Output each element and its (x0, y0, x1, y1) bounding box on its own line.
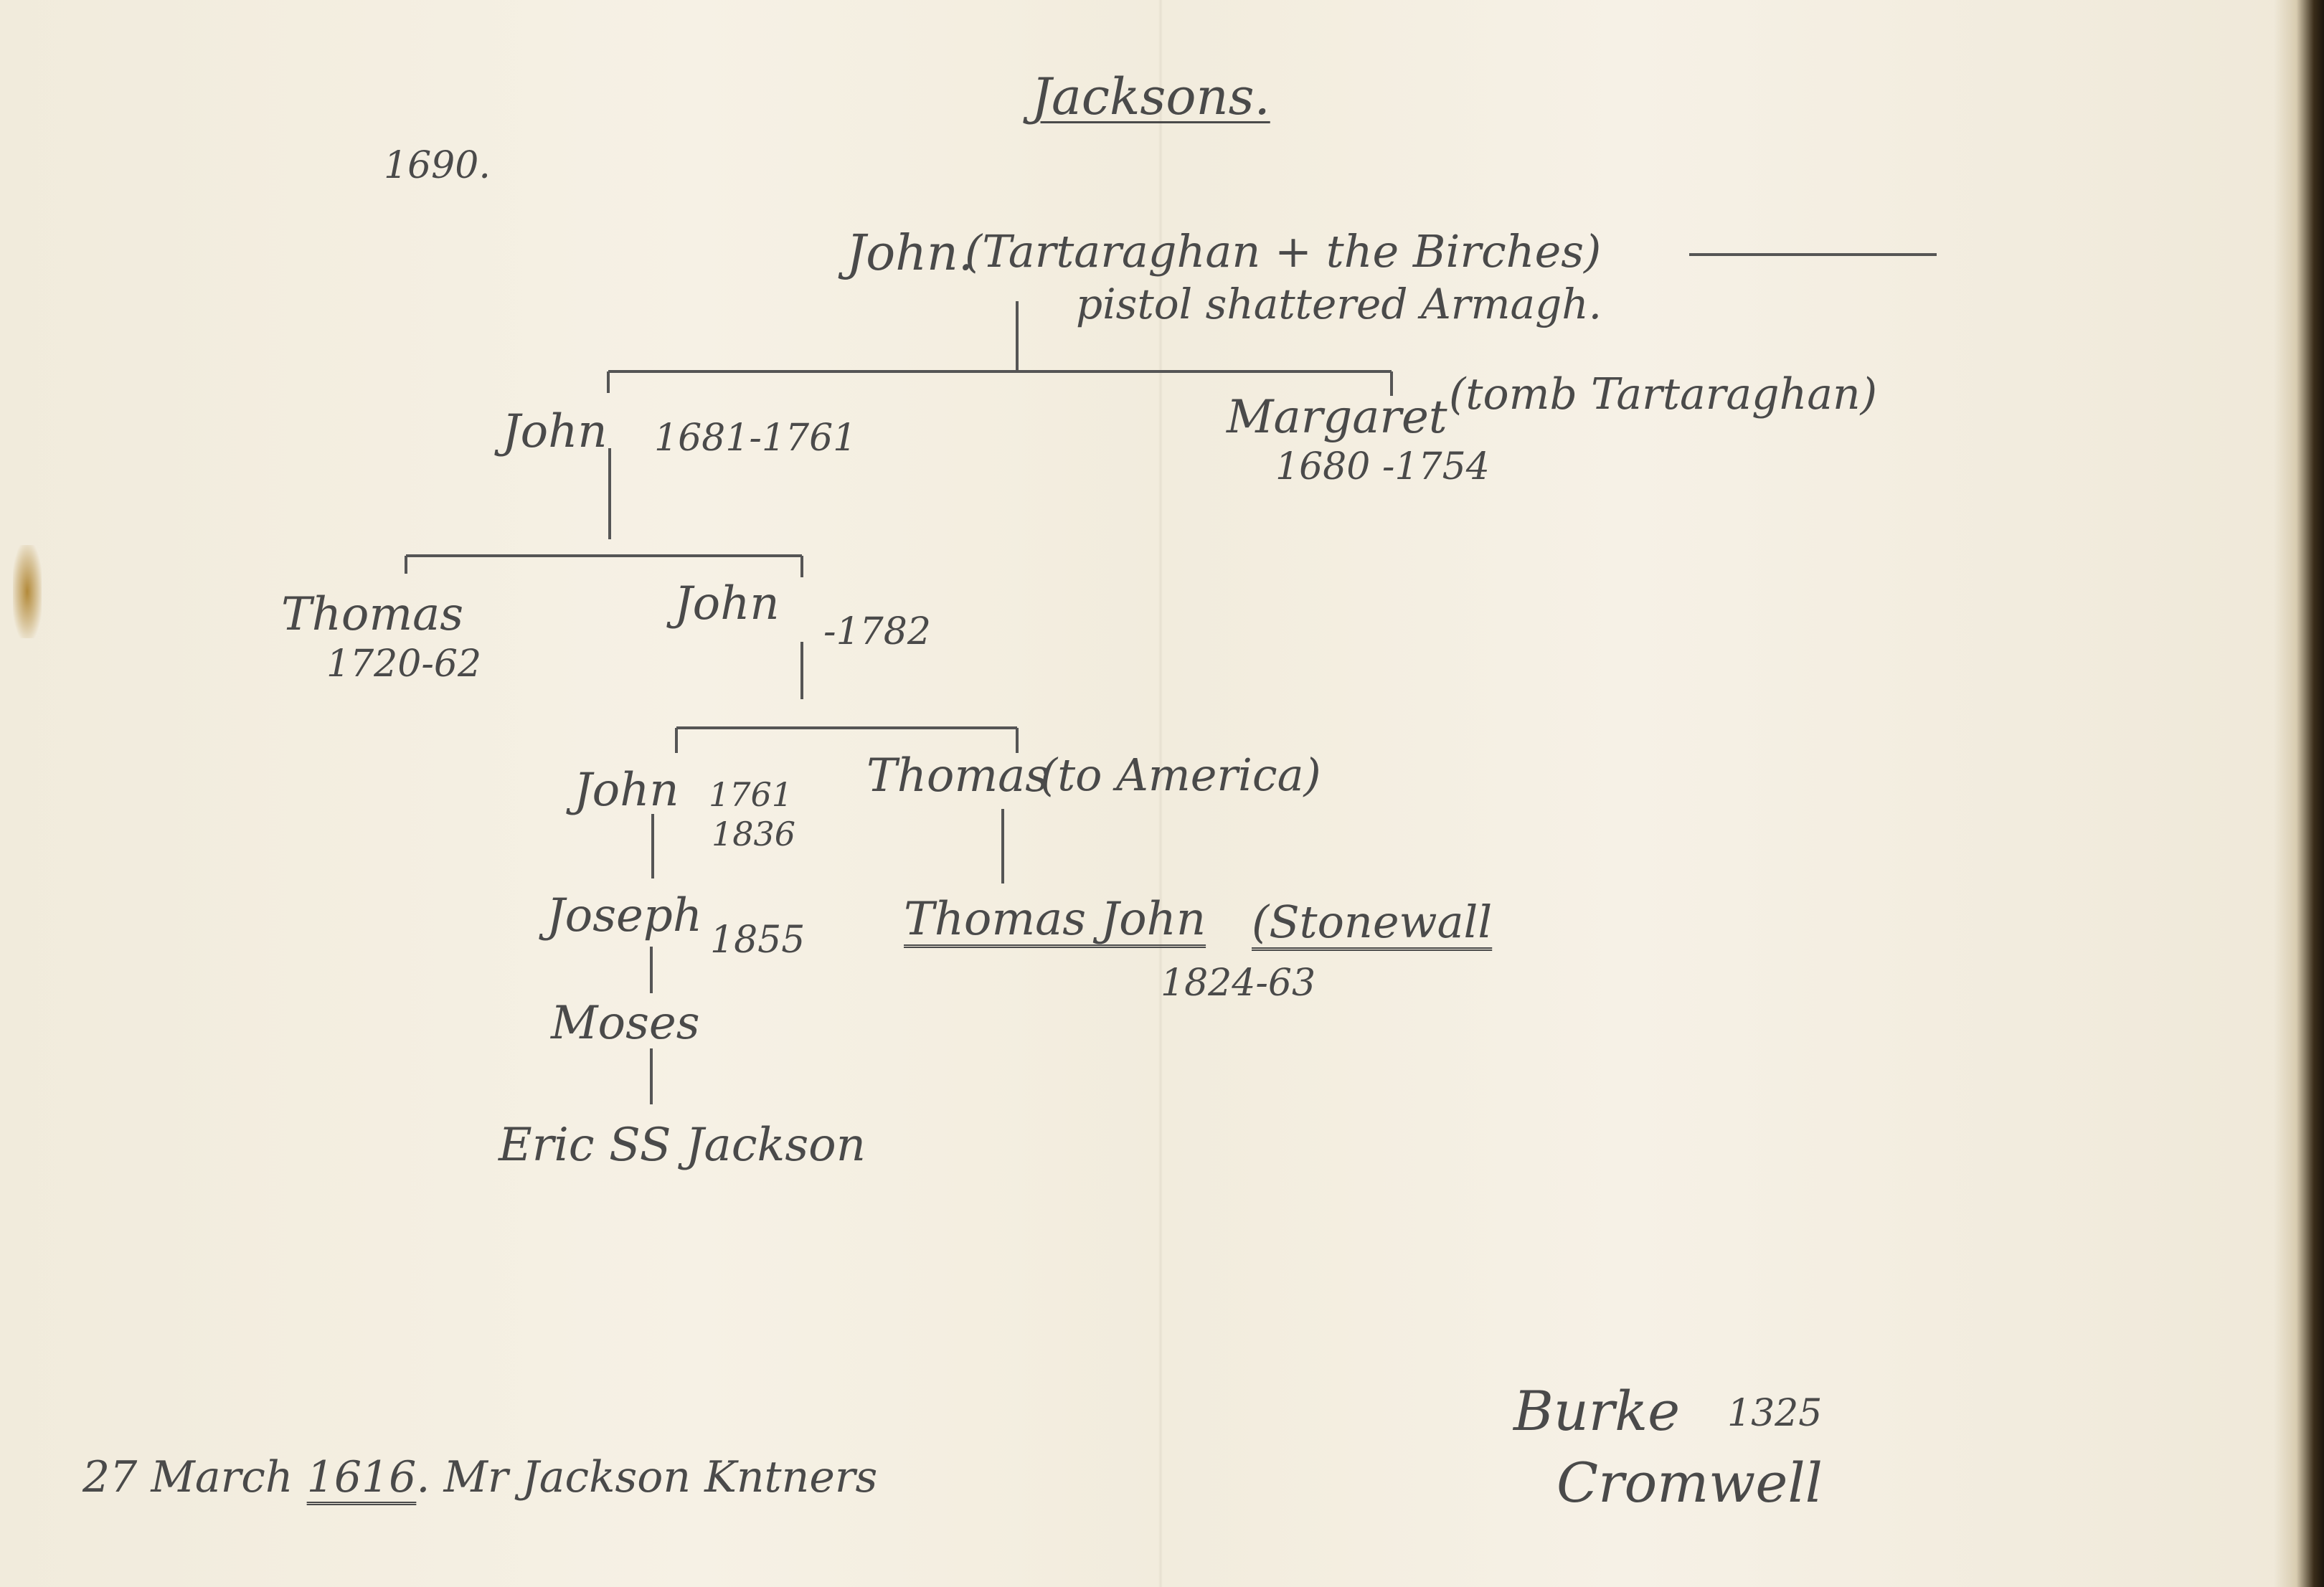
margaret-dates: 1680 -1754 (1275, 445, 1490, 488)
root-sub: pistol shattered Armagh. (1076, 280, 1602, 328)
footer-date-a: 27 March (82, 1452, 293, 1502)
thomas-john-dates: 1824-63 (1161, 962, 1316, 1005)
joseph-dates: 1855 (710, 919, 806, 962)
thomas2-name: Thomas (866, 749, 1049, 802)
margaret-note: (tomb Tartaraghan) (1449, 369, 1878, 420)
thomas-john-name: Thomas John (904, 893, 1206, 946)
burke-number: 1325 (1727, 1392, 1823, 1435)
john2-name: John (502, 405, 608, 458)
footer-date-b: . Mr Jackson Kntners (416, 1452, 878, 1502)
moses-name: Moses (551, 997, 700, 1050)
thomas2-note: (to America) (1040, 749, 1321, 801)
paper-edge (2274, 0, 2324, 1587)
age-stain (13, 545, 42, 638)
john4-birth: 1761 (709, 775, 793, 814)
john3-dates: -1782 (823, 610, 931, 653)
page-title: Jacksons. (1031, 67, 1270, 126)
joseph-name: Joseph (547, 889, 703, 942)
cromwell-note: Cromwell (1557, 1451, 1823, 1515)
john3-name: John (674, 577, 780, 630)
footer-date-year: 1616 (306, 1452, 417, 1502)
margaret-name: Margaret (1227, 391, 1447, 444)
john2-dates: 1681-1761 (654, 417, 857, 460)
thomas1-dates: 1720-62 (326, 643, 482, 686)
fold-crease (1158, 0, 1163, 1587)
root-name: John. (846, 225, 974, 282)
eric-name: Eric SS Jackson (499, 1119, 866, 1172)
burke-note: Burke (1513, 1379, 1681, 1443)
john4-death: 1836 (712, 815, 796, 853)
john4-name: John (574, 764, 679, 817)
year-note: 1690. (384, 144, 491, 187)
footer-date-note: 27 March 1616. Mr Jackson Kntners (82, 1456, 877, 1499)
root-note: (Tartaraghan + the Birches) (965, 225, 1602, 278)
thomas1-name: Thomas (281, 588, 464, 641)
thomas-john-note: (Stonewall (1252, 896, 1493, 948)
